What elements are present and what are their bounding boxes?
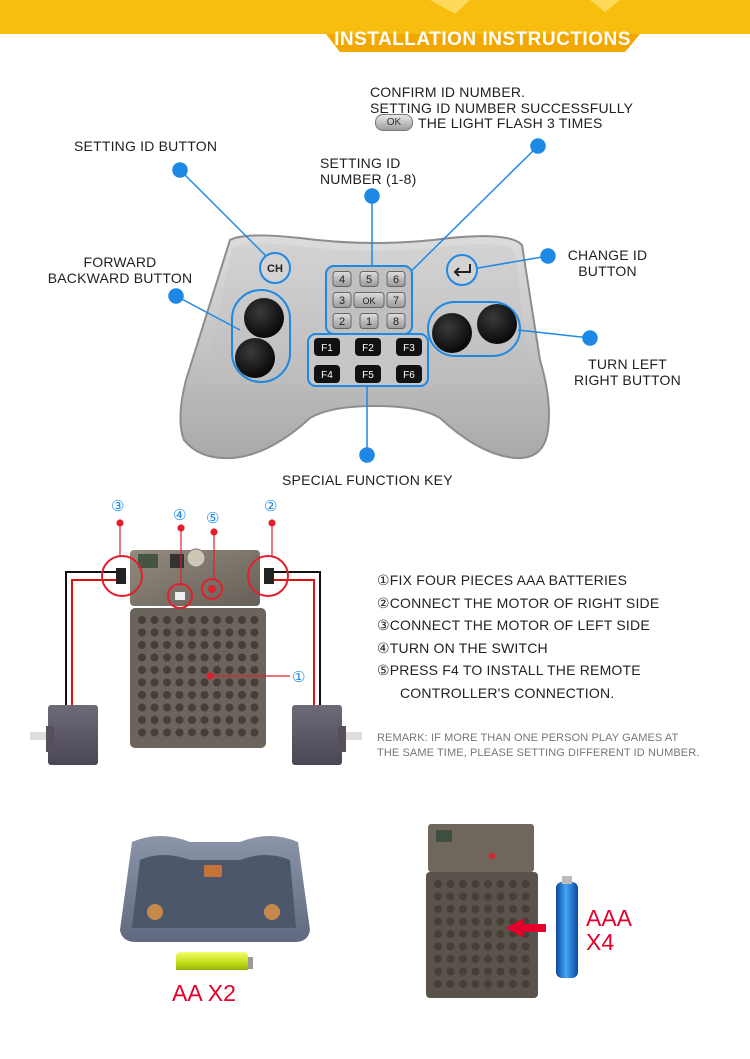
keypad-key-2[interactable]: 2 xyxy=(332,313,352,329)
callout-setting-id-button: SETTING ID BUTTON xyxy=(74,138,218,154)
callout-forward-line1: FORWARD xyxy=(83,254,157,270)
marker-1: ① xyxy=(292,669,305,686)
keypad-key-8[interactable]: 8 xyxy=(386,313,406,329)
receiver-board xyxy=(130,550,260,606)
step-4: ④TURN ON THE SWITCH xyxy=(377,639,548,656)
callout-change-id-line2: BUTTON xyxy=(578,263,637,279)
receiver-battery-bay xyxy=(426,824,578,998)
keypad-key-6[interactable]: 6 xyxy=(386,271,406,287)
id-keypad-keys: 4 5 6 3 OK 7 2 1 8 xyxy=(332,271,406,329)
insert-arrow-icon xyxy=(506,918,546,938)
turn-left-button[interactable] xyxy=(432,313,472,353)
callout-confirm-line2: SETTING ID NUMBER SUCCESSFULLY xyxy=(370,100,634,116)
remote-battery-label: AA X2 xyxy=(172,980,236,1006)
turn-left-right-outline xyxy=(427,301,521,357)
callout-dot xyxy=(359,447,375,463)
step-1: ①FIX FOUR PIECES AAA BATTERIES xyxy=(377,572,628,588)
receiver-battery-label-line2: X4 xyxy=(586,929,615,955)
remark-line2: THE SAME TIME, PLEASE SETTING DIFFERENT … xyxy=(377,747,700,759)
callout-dot xyxy=(530,138,546,154)
step-5: ⑤PRESS F4 TO INSTALL THE REMOTE xyxy=(377,662,641,678)
keypad-key-label: 1 xyxy=(366,316,372,328)
keypad-key-4[interactable]: 4 xyxy=(332,271,352,287)
keypad-key-label: 7 xyxy=(393,295,399,307)
keypad-key-1[interactable]: 1 xyxy=(359,313,379,329)
callout-setting-id-line1: SETTING ID xyxy=(320,155,401,171)
keypad-key-label: 3 xyxy=(339,295,345,307)
function-key-label: F6 xyxy=(403,370,415,381)
change-id-button[interactable] xyxy=(446,254,478,286)
page-title: INSTALLATION INSTRUCTIONS xyxy=(334,29,631,50)
marker-5: ⑤ xyxy=(206,510,219,527)
forward-backward-outline xyxy=(231,289,291,383)
instruction-steps: ①FIX FOUR PIECES AAA BATTERIES ②CONNECT … xyxy=(377,569,659,704)
callout-dot xyxy=(582,330,598,346)
step-3: ③CONNECT THE MOTOR OF LEFT SIDE xyxy=(377,617,650,633)
marker-ring-2 xyxy=(247,555,289,597)
callout-turn-line2: RIGHT BUTTON xyxy=(574,372,681,388)
ch-button-label: CH xyxy=(267,263,283,275)
function-key-label: F5 xyxy=(362,370,374,381)
ok-key-icon: OK xyxy=(375,114,413,131)
function-key-label: F2 xyxy=(362,343,374,354)
aa-battery-icon xyxy=(176,952,248,970)
function-key-f4[interactable]: F4 xyxy=(314,365,340,383)
callout-forward-line2: BACKWARD BUTTON xyxy=(47,270,193,286)
backward-button[interactable] xyxy=(235,338,275,378)
return-arrow-icon xyxy=(453,264,471,277)
function-key-label: F3 xyxy=(403,343,415,354)
function-key-f5[interactable]: F5 xyxy=(355,365,381,383)
keypad-key-label: 6 xyxy=(393,274,399,286)
keypad-key-label: 5 xyxy=(366,274,372,286)
marker-ring-4 xyxy=(167,583,193,609)
callout-change-id-line1: CHANGE ID xyxy=(567,247,648,263)
marker-4: ④ xyxy=(173,507,186,524)
callout-confirm-line3: THE LIGHT FLASH 3 TIMES xyxy=(418,115,603,131)
callout-turn-line1: TURN LEFT xyxy=(588,356,667,372)
keypad-ok-key[interactable]: OK xyxy=(353,292,385,308)
callout-dot xyxy=(364,188,380,204)
keypad-key-5[interactable]: 5 xyxy=(359,271,379,287)
ch-button[interactable] xyxy=(259,252,291,284)
keypad-key-label: 4 xyxy=(339,274,345,286)
receiver-board-top xyxy=(428,824,534,872)
step-2: ②CONNECT THE MOTOR OF RIGHT SIDE xyxy=(377,594,660,611)
left-motor xyxy=(48,705,98,765)
marker-3: ③ xyxy=(111,498,124,515)
receiver-battery-label-line1: AAA xyxy=(586,905,633,931)
callout-setting-id-line2: NUMBER (1-8) xyxy=(320,171,417,187)
marker-2: ② xyxy=(264,498,277,515)
keypad-key-label: 8 xyxy=(393,316,399,328)
turn-right-button[interactable] xyxy=(477,304,517,344)
receiver-battery-compartment xyxy=(426,872,538,998)
function-key-label: F1 xyxy=(321,343,333,354)
keypad-key-7[interactable]: 7 xyxy=(386,292,406,308)
function-key-f1[interactable]: F1 xyxy=(314,338,340,356)
right-motor xyxy=(292,705,342,765)
keypad-key-3[interactable]: 3 xyxy=(332,292,352,308)
callout-dot xyxy=(168,288,184,304)
forward-button[interactable] xyxy=(244,298,284,338)
callout-special-function: SPECIAL FUNCTION KEY xyxy=(282,472,453,488)
function-key-f2[interactable]: F2 xyxy=(355,338,381,356)
keypad-key-label: 2 xyxy=(339,316,345,328)
callout-dot xyxy=(172,162,188,178)
step-5-continued: CONTROLLER'S CONNECTION. xyxy=(400,684,615,701)
marker-ring-5 xyxy=(201,578,223,600)
function-key-f3[interactable]: F3 xyxy=(396,338,422,356)
battery-compartment xyxy=(130,608,266,748)
marker-ring-3 xyxy=(101,555,143,597)
remote-battery-bay xyxy=(120,836,310,970)
function-key-f6[interactable]: F6 xyxy=(396,365,422,383)
remark-line1: REMARK: IF MORE THAN ONE PERSON PLAY GAM… xyxy=(377,732,679,744)
callout-confirm-line1: CONFIRM ID NUMBER. xyxy=(370,84,526,100)
function-key-label: F4 xyxy=(321,370,333,381)
aaa-battery-icon xyxy=(556,882,578,978)
callout-dot xyxy=(540,248,556,264)
receiver-diagram: ③ ④ ⑤ ② ① xyxy=(30,498,362,765)
header-ribbon xyxy=(0,0,750,52)
keypad-key-label: OK xyxy=(362,296,375,306)
